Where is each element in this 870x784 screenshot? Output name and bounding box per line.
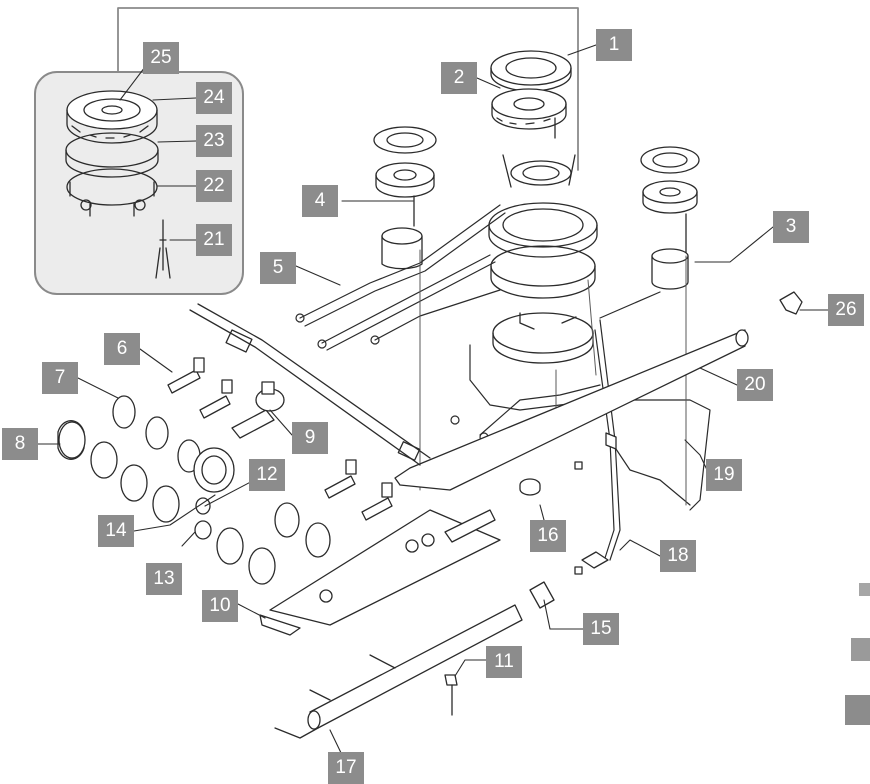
gas-rail: [189, 303, 749, 491]
callout-12: 12: [249, 459, 285, 491]
callout-8: 8: [2, 428, 38, 460]
leader-lines: [37, 44, 829, 758]
callout-16: 16: [530, 520, 566, 552]
bracket-plate: [259, 509, 501, 636]
injector-15: [529, 581, 555, 609]
callout-19: 19: [706, 459, 742, 491]
callout-1: 1: [596, 29, 632, 61]
callout-24: 24: [196, 82, 232, 114]
burner-head-large: [491, 88, 567, 139]
callout-17: 17: [328, 752, 364, 784]
callout-22: 22: [196, 170, 232, 202]
callout-23: 23: [196, 125, 232, 157]
knob-rings: [112, 395, 331, 558]
callout-18: 18: [660, 540, 696, 572]
callout-26: 26: [828, 294, 864, 326]
callout-2: 2: [441, 62, 477, 94]
callout-25: 25: [143, 42, 179, 74]
callout-9: 9: [292, 422, 328, 454]
control-knobs: [57, 420, 276, 585]
gas-tubes: [295, 204, 711, 561]
burner-central-wok: [488, 154, 598, 364]
edge-marker-large: [845, 695, 870, 725]
callout-4: 4: [302, 185, 338, 217]
edge-marker-medium: [851, 638, 870, 661]
oven-burner-tube: [274, 604, 523, 739]
callout-14: 14: [98, 515, 134, 547]
elbow-fitting-26: [779, 291, 803, 315]
callout-13: 13: [146, 563, 182, 595]
callout-10: 10: [202, 590, 238, 622]
gas-valves: [167, 357, 393, 521]
callout-5: 5: [260, 252, 296, 284]
callout-11: 11: [486, 646, 522, 678]
inset-panel: [34, 71, 244, 295]
injector-16: [519, 478, 541, 496]
edge-marker-small: [859, 583, 870, 596]
callout-15: 15: [583, 613, 619, 645]
thermocouple: [444, 674, 458, 716]
inset-burner-assembly: [65, 90, 171, 279]
callout-3: 3: [773, 211, 809, 243]
callout-6: 6: [104, 333, 140, 365]
callout-20: 20: [737, 369, 773, 401]
callout-7: 7: [42, 362, 78, 394]
burner-right-assembly: [640, 146, 700, 255]
burner-cap-large: [490, 50, 572, 92]
screws: [574, 432, 617, 575]
burner-left-assembly: [373, 126, 437, 227]
callout-21: 21: [196, 224, 232, 256]
